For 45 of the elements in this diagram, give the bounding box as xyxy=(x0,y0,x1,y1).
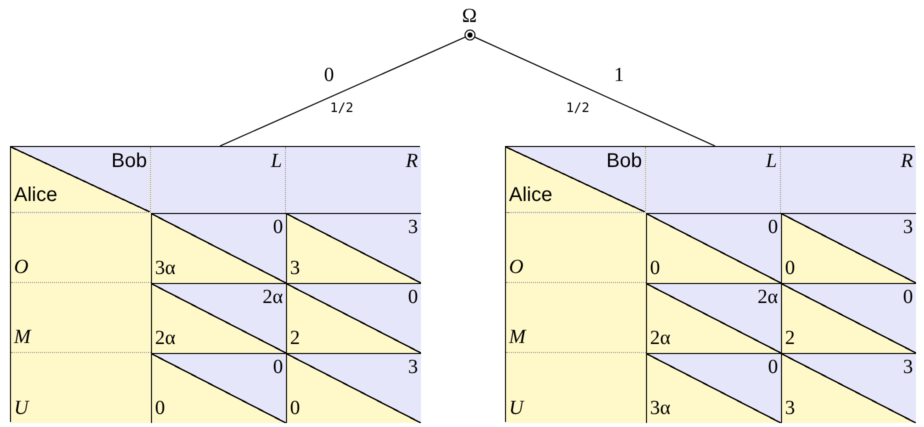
payoff-value: 0 xyxy=(290,397,300,419)
payoff-value: 2α xyxy=(262,286,283,308)
column-player-label: Bob xyxy=(111,150,147,172)
column-player-label: Bob xyxy=(606,150,642,172)
strategy-label: U xyxy=(509,397,524,419)
strategy-label: L xyxy=(766,150,777,172)
payoff-value: 0 xyxy=(408,286,418,308)
probability-label: 1/2 xyxy=(566,102,590,116)
row-player-label: Alice xyxy=(509,184,552,206)
payoff-value: 3 xyxy=(903,356,913,378)
payoff-value: 2α xyxy=(758,286,778,308)
strategy-label: O xyxy=(14,256,28,278)
strategy-label: R xyxy=(406,150,418,172)
row-player-label: Alice xyxy=(14,184,58,206)
tree-branch-line xyxy=(474,36,716,146)
payoff-value: 3 xyxy=(785,397,795,419)
payoff-value: 2α xyxy=(650,327,670,349)
strategy-label: L xyxy=(270,150,282,172)
payoff-table xyxy=(10,146,420,422)
strategy-label: R xyxy=(900,150,913,172)
payoff-value: 0 xyxy=(903,286,913,308)
strategy-label: O xyxy=(509,256,524,278)
payoff-value: 2 xyxy=(290,327,300,349)
strategy-label: M xyxy=(509,326,526,348)
payoff-value: 3 xyxy=(290,257,300,279)
payoff-value: 0 xyxy=(273,356,283,378)
payoff-value: 3 xyxy=(408,216,418,238)
payoff-value: 0 xyxy=(273,216,283,238)
node-label: Ω xyxy=(462,5,477,27)
payoff-table xyxy=(505,146,915,422)
payoff-value: 2α xyxy=(155,327,176,349)
payoff-value: 0 xyxy=(650,257,660,279)
payoff-value: 2 xyxy=(785,327,795,349)
strategy-label: U xyxy=(14,397,28,419)
probability-label: 1/2 xyxy=(330,102,354,116)
payoff-value: 3α xyxy=(155,257,176,279)
payoff-value: 3α xyxy=(650,397,670,419)
payoff-value: 0 xyxy=(768,216,778,238)
payoff-value: 0 xyxy=(785,257,795,279)
strategy-label: M xyxy=(14,326,31,348)
payoff-value: 3 xyxy=(408,356,418,378)
payoff-value: 3 xyxy=(903,216,913,238)
payoff-value: 0 xyxy=(768,356,778,378)
tree-branch-line xyxy=(220,36,466,146)
payoff-value: 0 xyxy=(155,397,165,419)
